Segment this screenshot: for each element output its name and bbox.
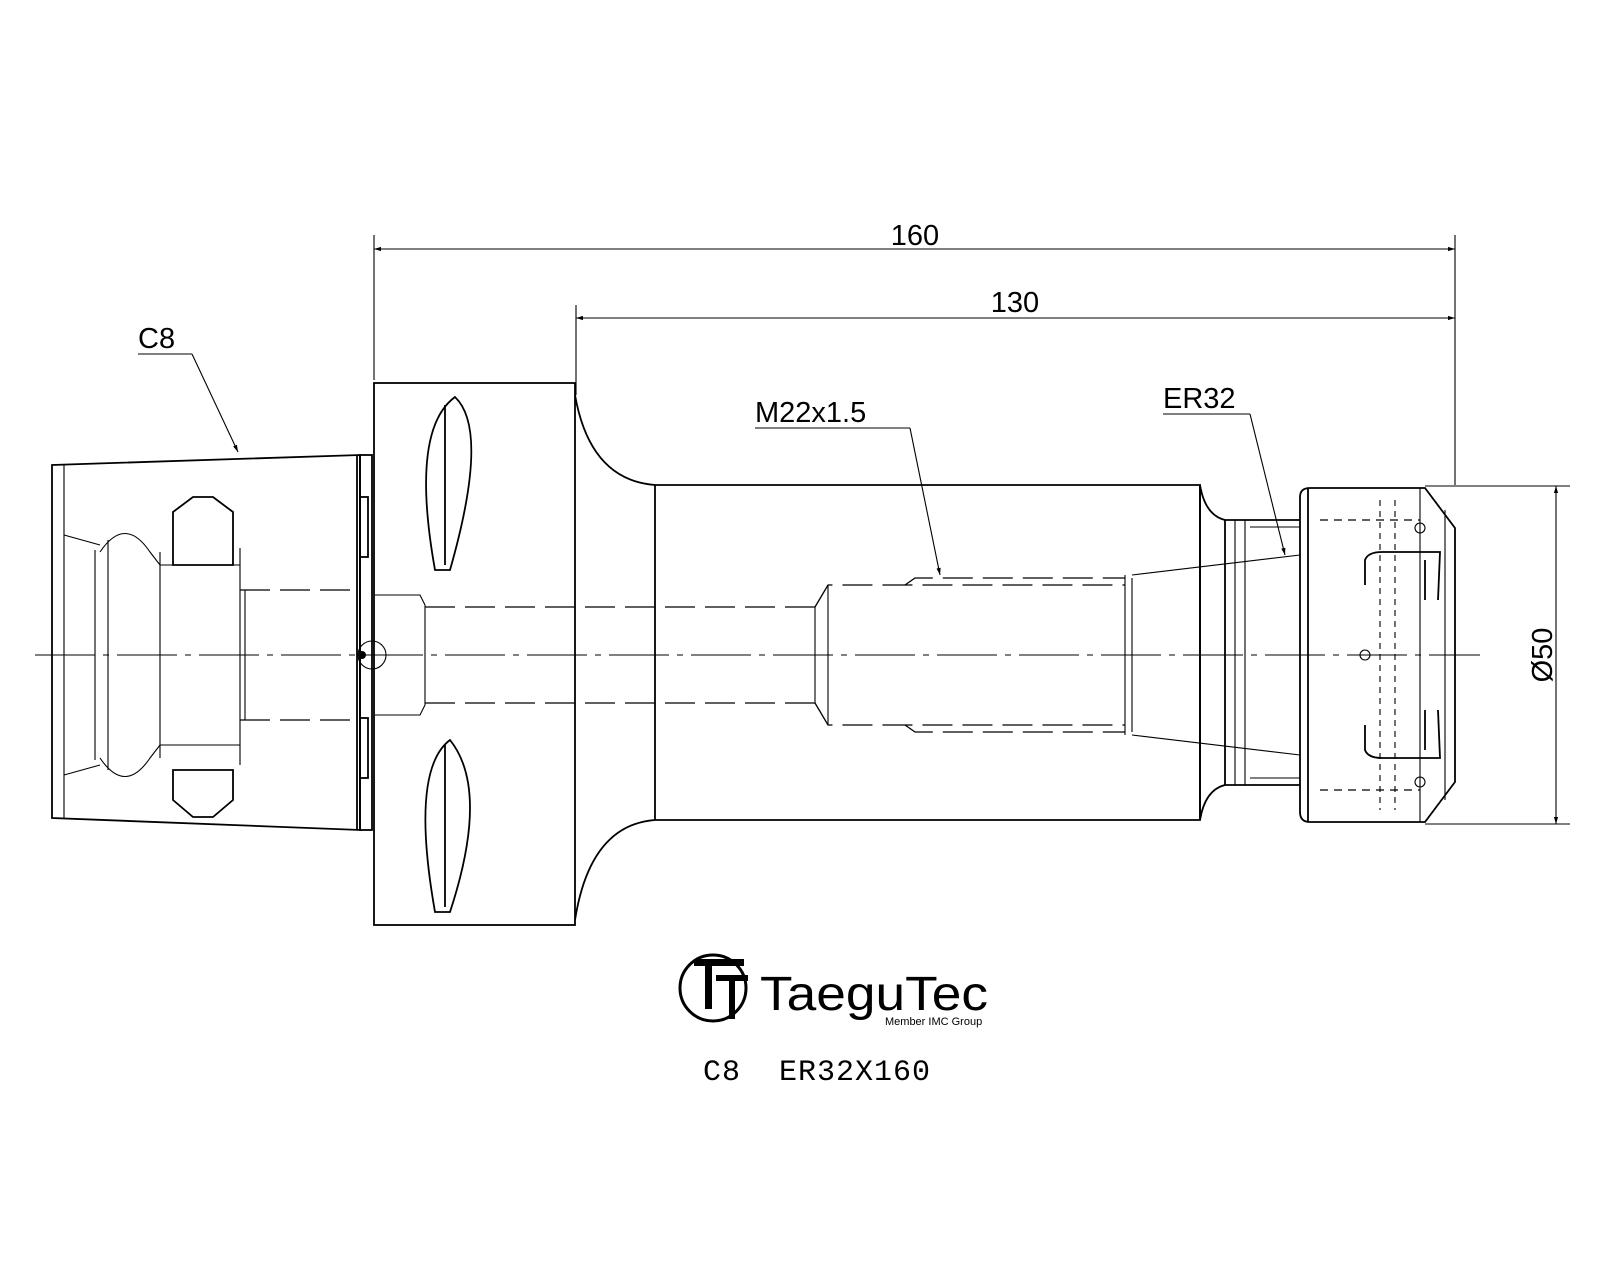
dimension-diameter-label: Ø50 xyxy=(1527,628,1559,683)
taegutec-emblem-icon xyxy=(678,953,748,1023)
flange-body xyxy=(373,382,815,926)
callout-c8-label: C8 xyxy=(138,323,175,355)
callout-er32-label: ER32 xyxy=(1163,383,1236,415)
callout-er32: ER32 xyxy=(1163,383,1286,556)
callout-c8: C8 xyxy=(138,323,239,453)
brand-name: TaeguTec xyxy=(760,968,988,1021)
brand-tagline: Member IMC Group xyxy=(885,1016,982,1028)
dimension-130-label: 130 xyxy=(991,287,1039,319)
taegutec-logo: TaeguTec Member IMC Group xyxy=(678,953,988,1028)
dimension-diameter: Ø50 xyxy=(1425,485,1570,825)
dimension-160-label: 160 xyxy=(891,220,939,252)
callout-thread-label: M22x1.5 xyxy=(755,397,866,429)
c8-shank xyxy=(51,454,387,831)
dimension-160: 160 xyxy=(373,220,1456,485)
tool-body xyxy=(574,394,1301,921)
dimension-130: 130 xyxy=(575,287,1455,395)
callout-thread: M22x1.5 xyxy=(755,397,941,576)
er32-nut xyxy=(1199,484,1456,823)
part-code: C8 ER32X160 xyxy=(703,1056,931,1090)
